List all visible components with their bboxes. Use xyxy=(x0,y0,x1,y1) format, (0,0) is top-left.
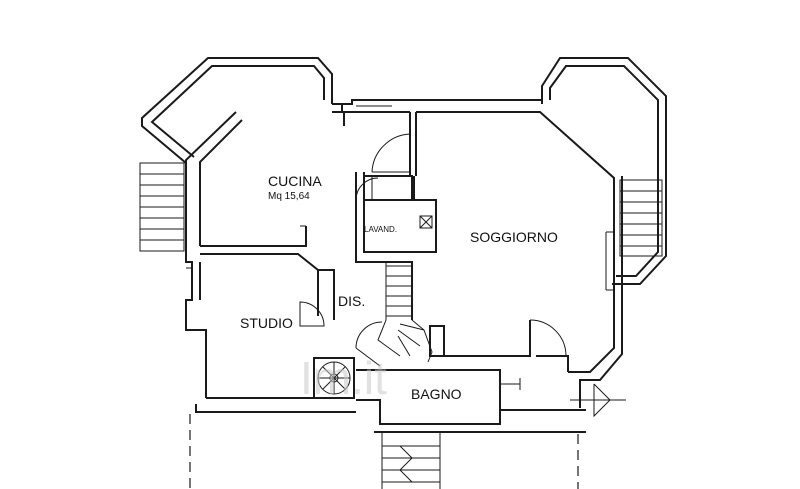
left-bay xyxy=(141,57,333,164)
study-label: STUDIO xyxy=(240,315,293,331)
watermark: Im.it xyxy=(300,352,387,404)
interior-walls xyxy=(200,112,626,418)
spiral-stair xyxy=(313,357,355,399)
lower-terrace xyxy=(189,414,579,489)
hall-label: DIS. xyxy=(338,293,365,309)
outer-wall xyxy=(185,99,623,433)
right-bay xyxy=(541,57,667,285)
bath-label: BAGNO xyxy=(411,386,462,402)
kitchen-area: Mq 15,64 xyxy=(268,191,310,202)
right-stair xyxy=(619,179,663,257)
laundry-label: LAVAND. xyxy=(364,225,397,234)
left-stair xyxy=(139,162,185,252)
doors xyxy=(299,133,567,367)
kitchen-label: CUCINA xyxy=(268,173,322,189)
living-room-label: SOGGIORNO xyxy=(470,229,558,245)
